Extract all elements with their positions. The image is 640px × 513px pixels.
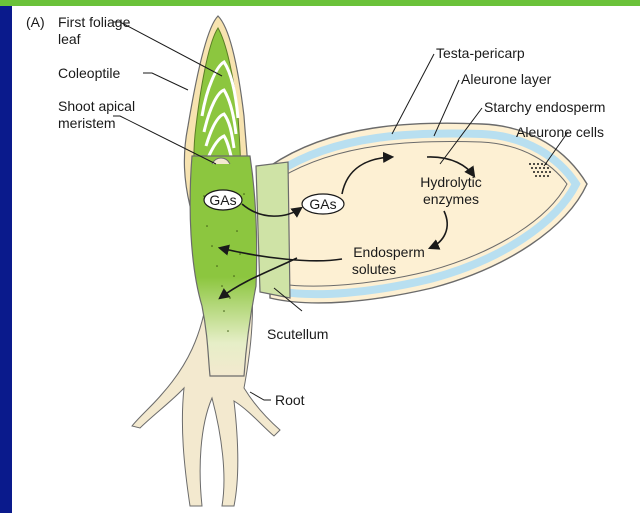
- label-starchy-endosperm: Starchy endosperm: [484, 99, 605, 115]
- left-accent-bar: [0, 6, 12, 513]
- label-first-foliage-leaf-line1: First foliage: [58, 14, 131, 30]
- label-aleurone-layer: Aleurone layer: [461, 71, 552, 87]
- label-hydrolytic-enzymes-line1: Hydrolytic: [420, 174, 481, 190]
- diagram-canvas: GAs GAs (A) First foliage leaf Col: [12, 6, 640, 513]
- scutellum: [256, 162, 290, 298]
- label-scutellum: Scutellum: [267, 326, 328, 342]
- label-hydrolytic-enzymes-line2: enzymes: [423, 191, 479, 207]
- panel-label: (A): [26, 14, 45, 30]
- label-endosperm-solutes-line2: solutes: [352, 261, 396, 277]
- leader-coleoptile: [143, 73, 188, 90]
- leader-testa-pericarp: [392, 54, 434, 134]
- label-coleoptile: Coleoptile: [58, 65, 120, 81]
- label-shoot-apical-meristem-line2: meristem: [58, 115, 116, 131]
- gas-scutellum-label: GAs: [309, 196, 336, 212]
- gas-embryo-label: GAs: [209, 192, 236, 208]
- germination-diagram: GAs GAs (A) First foliage leaf Col: [12, 6, 640, 513]
- leader-root: [250, 392, 271, 400]
- label-root: Root: [275, 392, 305, 408]
- label-aleurone-cells: Aleurone cells: [516, 124, 604, 140]
- label-testa-pericarp: Testa-pericarp: [436, 45, 525, 61]
- label-first-foliage-leaf-line2: leaf: [58, 31, 81, 47]
- label-endosperm-solutes-line1: Endosperm: [353, 244, 425, 260]
- label-shoot-apical-meristem-line1: Shoot apical: [58, 98, 135, 114]
